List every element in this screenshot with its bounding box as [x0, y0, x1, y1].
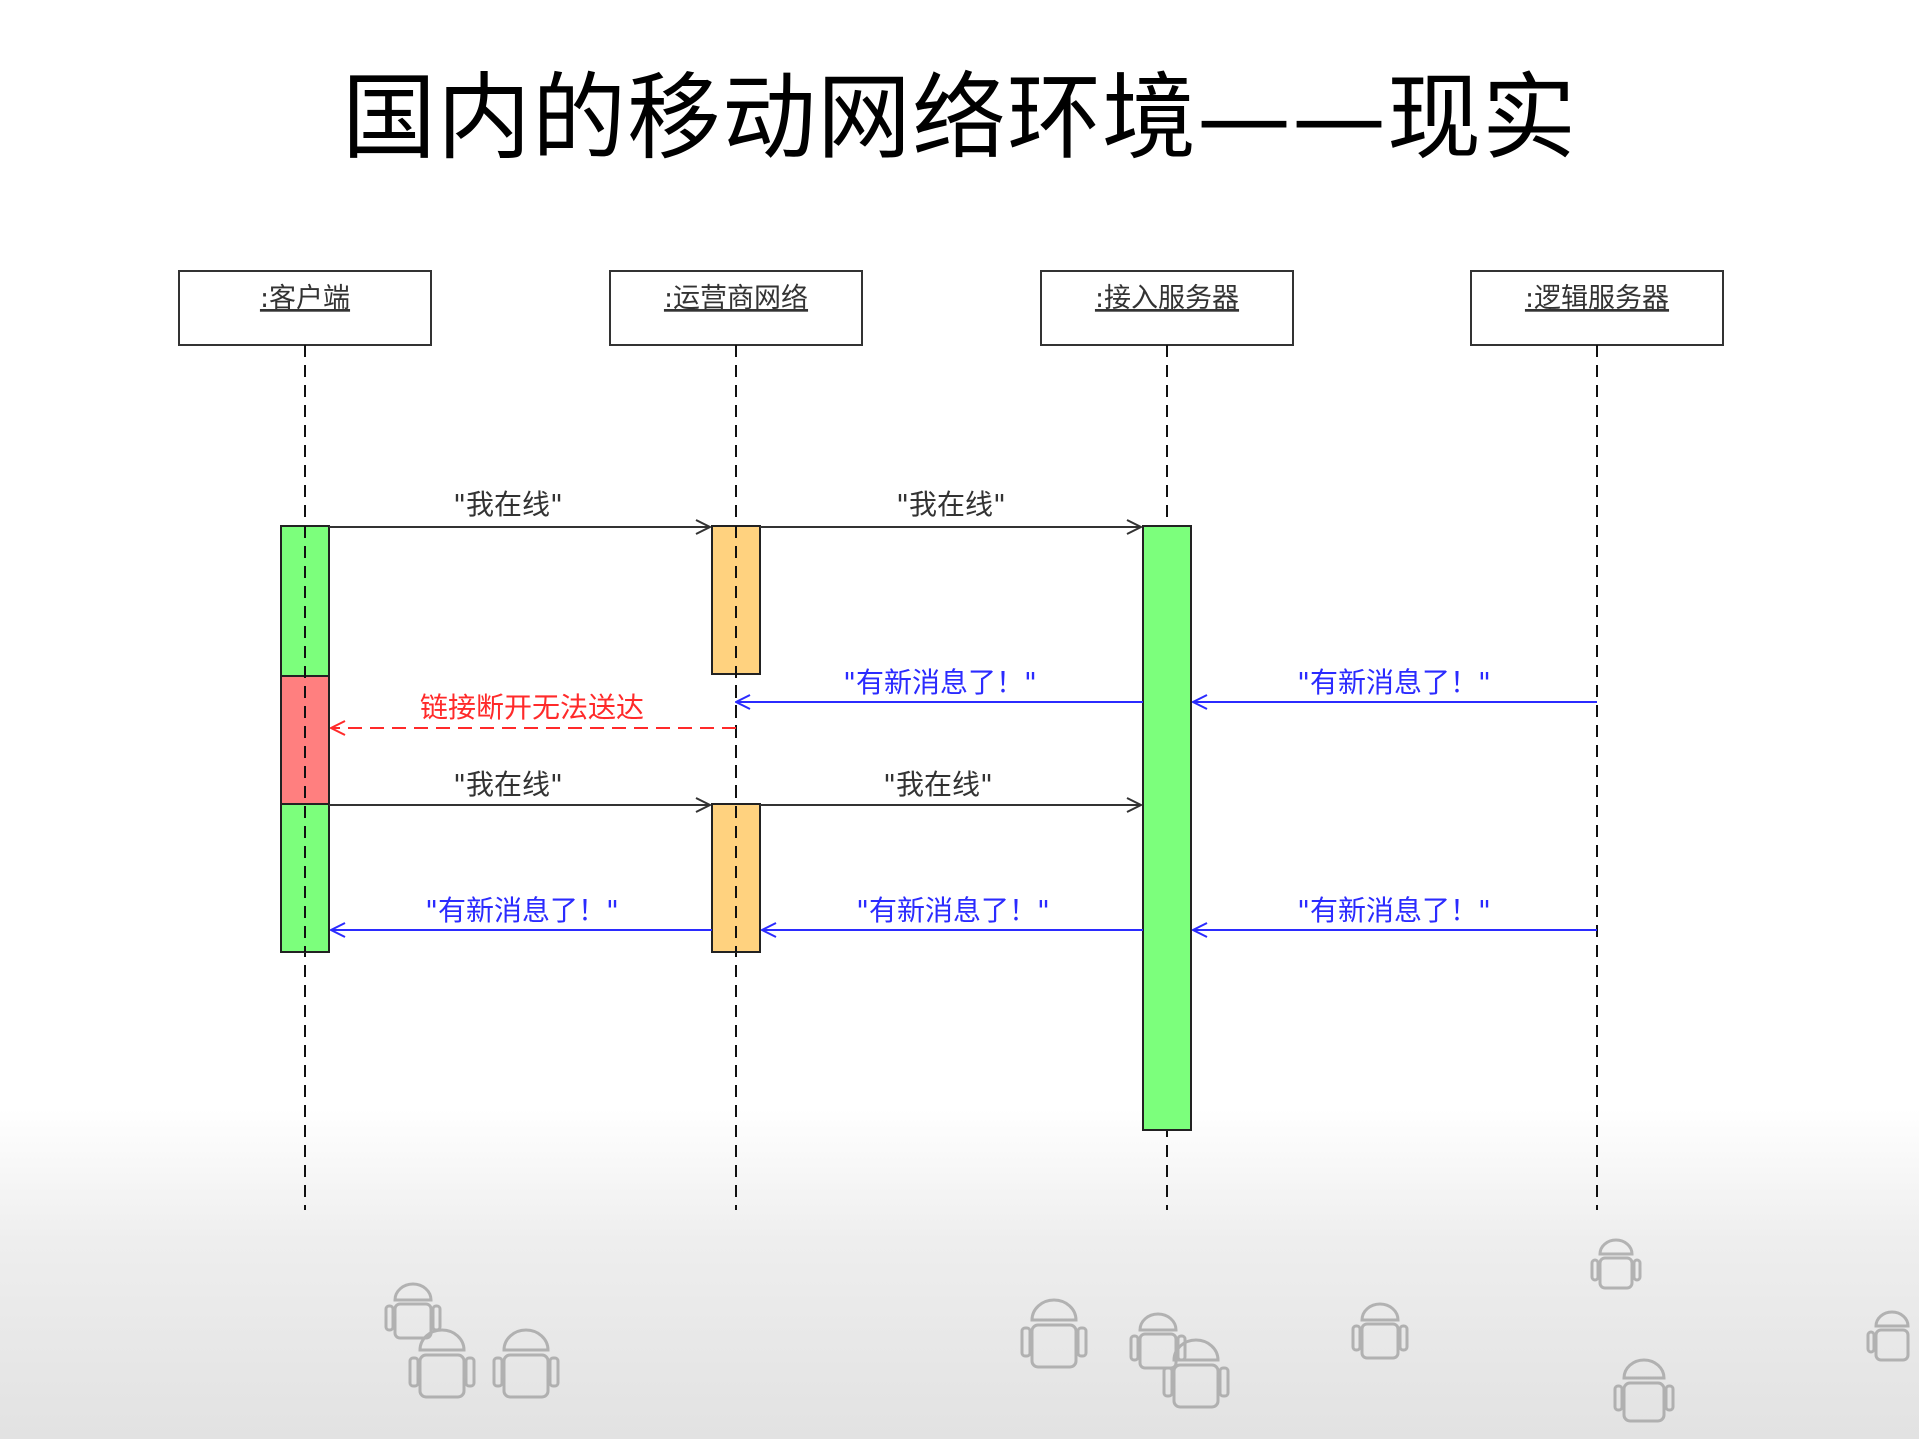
- participant-logic: :逻辑服务器: [1470, 270, 1724, 346]
- message-client-to-carrier-online-2: "我在线": [329, 768, 710, 805]
- participant-access: :接入服务器: [1040, 270, 1294, 346]
- message-carrier-to-access-online-1: "我在线": [760, 488, 1141, 527]
- message-label: "有新消息了！": [425, 894, 619, 927]
- participant-carrier: :运营商网络: [609, 270, 863, 346]
- message-label: "有新消息了！": [1297, 894, 1491, 927]
- message-label: "我在线": [453, 488, 563, 521]
- message-label: "有新消息了！": [1297, 666, 1491, 699]
- message-label: "我在线": [896, 488, 1006, 521]
- participant-label: :运营商网络: [664, 283, 808, 314]
- participant-label: :逻辑服务器: [1525, 283, 1669, 314]
- message-label: "有新消息了！": [856, 894, 1050, 927]
- message-logic-to-access-push-2: "有新消息了！": [1193, 894, 1597, 930]
- participant-label: :接入服务器: [1095, 283, 1239, 314]
- participant-client: :客户端: [178, 270, 432, 346]
- message-label: 链接断开无法送达: [420, 691, 644, 724]
- android-robot-icon: [384, 1238, 1910, 1423]
- message-access-to-carrier-push-1: "有新消息了！": [736, 666, 1143, 702]
- message-carrier-to-access-online-2: "我在线": [760, 768, 1141, 805]
- message-client-to-carrier-online-1: "我在线": [329, 488, 710, 527]
- activation-access: [1142, 525, 1192, 1131]
- page-title: 国内的移动网络环境——现实: [341, 64, 1577, 173]
- participant-label: :客户端: [260, 283, 350, 314]
- message-carrier-to-client-failed: 链接断开无法送达: [331, 691, 736, 728]
- message-label: "我在线": [883, 768, 993, 801]
- message-logic-to-access-push-1: "有新消息了！": [1193, 666, 1597, 702]
- message-carrier-to-client-push-2: "有新消息了！": [331, 894, 712, 930]
- message-access-to-carrier-push-2: "有新消息了！": [762, 894, 1143, 930]
- message-label: "有新消息了！": [843, 666, 1037, 699]
- message-label: "我在线": [453, 768, 563, 801]
